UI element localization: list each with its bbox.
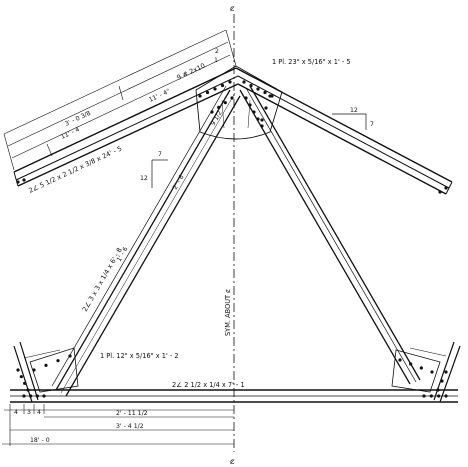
rivet-dot (256, 87, 260, 91)
rivet-dot (444, 394, 448, 398)
rivet-dot (436, 388, 440, 392)
rivet-dot (437, 394, 441, 398)
dim-top-inner: 11' - 4 (60, 126, 81, 141)
rivet-dot (223, 101, 227, 105)
apex-plate-label: 1 Pl. 23" x 5/16" x 1' - 5 (272, 58, 351, 66)
apex-small-1: 1 (214, 57, 218, 64)
bottom-chord-label: 2∠ 2 1/2 x 1/4 x 7' - 1 (172, 381, 245, 389)
rivet-dot (248, 103, 252, 107)
bottom-dim-3: 3 (27, 409, 31, 416)
centerline-top-label: ȼ (230, 4, 235, 13)
slope-diag-12: 12 (140, 175, 148, 182)
rivet-dot (56, 359, 60, 363)
top-dimension-lines (3, 29, 237, 171)
bottom-dim-18: 18' - 0 (30, 437, 50, 444)
rivet-dot (409, 362, 413, 366)
rivet-dot (198, 94, 202, 98)
slope-right-12: 12 (350, 107, 358, 114)
rivet-dot (19, 375, 23, 379)
rivet-dot (268, 94, 272, 98)
rivet-dot (228, 80, 232, 84)
rivet-dot (210, 110, 214, 114)
slope-right-7: 7 (370, 121, 374, 128)
rivet-dot (16, 180, 20, 184)
rivet-dot (35, 394, 39, 398)
rivet-dot (260, 124, 264, 128)
left-heel (13, 341, 79, 403)
centerline-bottom-label: ȼ (230, 457, 235, 466)
slope-triangle-diagonal (151, 159, 168, 188)
rivet-dot (68, 354, 72, 358)
rivet-dot (244, 96, 248, 100)
rivet-dot (256, 117, 260, 121)
slope-triangle-right (332, 113, 367, 130)
rivet-dot (249, 83, 253, 88)
slope-diag-7: 7 (158, 151, 162, 158)
bottom-dim-2-11: 2' - 11 1/2 (116, 410, 148, 417)
centerline: ȼ ȼ (230, 4, 235, 466)
rivet-dot (438, 190, 442, 194)
rivet-dot (419, 366, 423, 370)
rivet-dot (22, 394, 26, 398)
rivet-dot (26, 388, 30, 392)
rivet-dots (16, 80, 448, 398)
right-heel (391, 341, 461, 403)
rivet-dot (23, 381, 27, 385)
rivet-dot (422, 394, 426, 398)
rivet-dot (22, 178, 26, 182)
bottom-dim-4a: 4 (14, 409, 18, 416)
rivet-dot (44, 363, 48, 367)
sym-label: SYM. ABOUT ȼ (224, 289, 232, 336)
bottom-dim-3-4: 3' - 4 1/2 (116, 423, 144, 430)
rivet-dot (263, 90, 267, 95)
rivet-dot (398, 358, 402, 362)
rivet-dot (16, 368, 20, 372)
diagonal-right (239, 85, 421, 385)
dim-top-outer: 3' - 0 3/8 (64, 110, 92, 128)
rivet-dot (444, 370, 448, 374)
rivet-dot (230, 96, 234, 100)
top-chord-right (235, 67, 453, 195)
rivet-dot (42, 394, 46, 398)
bottom-dim-4b: 4 (37, 409, 41, 416)
diagonal-left (51, 85, 241, 397)
rivet-dot (32, 368, 36, 372)
rivet-dot (430, 370, 434, 374)
rivet-dot (429, 394, 433, 398)
bottom-dimension-lines (2, 404, 234, 446)
apex-small-2: 2 (215, 48, 219, 55)
rivet-dot (220, 83, 225, 88)
rivet-dot (440, 379, 444, 383)
rivet-dot (444, 186, 448, 190)
top-chord-left (13, 67, 239, 187)
bottom-chord (10, 389, 458, 403)
heel-plate-label: 1 Pl. 12" x 5/16" x 1' - 2 (100, 352, 179, 360)
rivet-dot (260, 118, 264, 122)
rivet-dot (213, 87, 217, 91)
rivet-dot (252, 110, 256, 114)
rivet-dot (217, 105, 221, 109)
rivet-dot (242, 80, 246, 84)
rivet-dot (29, 394, 33, 398)
rivet-dot (205, 90, 210, 95)
rivet-dot (264, 106, 268, 110)
dim-top-mid: 11' - 4" (148, 88, 172, 104)
